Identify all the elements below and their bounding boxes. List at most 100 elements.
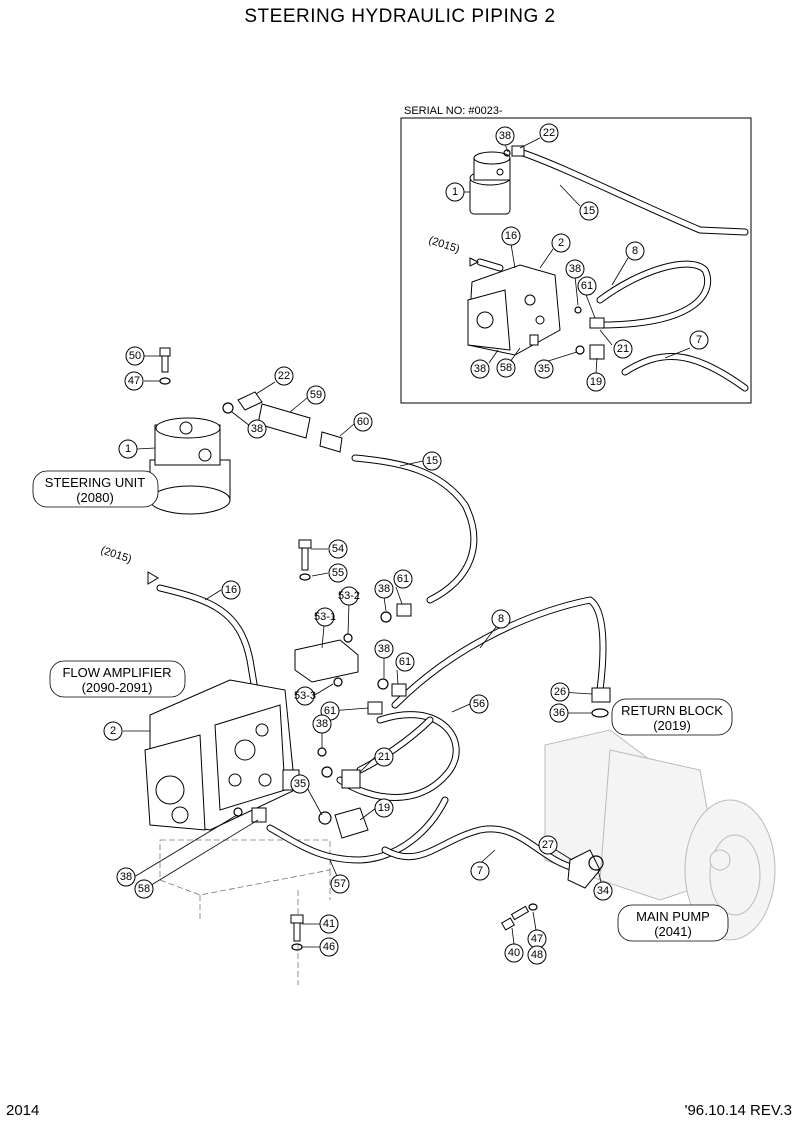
steering-unit-icon	[149, 417, 231, 515]
reference-arrow-icon	[147, 571, 159, 585]
svg-text:34: 34	[597, 885, 609, 897]
part-bubble: 50	[125, 346, 145, 366]
part-bubble: 53-2	[338, 586, 360, 606]
svg-text:59: 59	[310, 389, 322, 401]
block-53-1	[294, 639, 359, 683]
o-ring-icon	[377, 678, 389, 690]
part-bubble: 61	[577, 276, 597, 296]
callout-return-block: RETURN BLOCK (2019)	[611, 698, 733, 736]
connector-61	[391, 683, 407, 697]
part-bubble: 19	[374, 798, 394, 818]
svg-text:1: 1	[452, 186, 458, 198]
connector-61	[396, 603, 412, 617]
o-ring-icon	[591, 708, 609, 718]
part-bubble: 21	[613, 339, 633, 359]
bolt-icon	[500, 905, 530, 931]
svg-text:26: 26	[554, 686, 566, 698]
connector-fitting	[251, 807, 267, 823]
svg-text:35: 35	[538, 363, 550, 375]
o-ring-icon	[318, 811, 332, 825]
bolt-icon	[298, 539, 312, 571]
page-title: STEERING HYDRAULIC PIPING 2	[244, 6, 556, 27]
svg-text:22: 22	[543, 127, 555, 139]
svg-text:55: 55	[332, 567, 344, 579]
part-bubble: 1	[445, 182, 465, 202]
part-bubble: 47	[124, 371, 144, 391]
svg-text:STEERING UNIT: STEERING UNIT	[45, 475, 145, 490]
svg-text:47: 47	[128, 375, 140, 387]
callout-flow-amplifier: FLOW AMPLIFIER (2090-2091)	[49, 660, 186, 698]
part-bubble: 22	[274, 366, 294, 386]
o-ring-icon	[528, 903, 538, 911]
part-bubble: 38	[374, 639, 394, 659]
part-bubble: 7	[470, 861, 490, 881]
adapter-26	[591, 687, 611, 703]
part-bubble: 35	[534, 359, 554, 379]
svg-text:22: 22	[278, 370, 290, 382]
svg-text:38: 38	[569, 263, 581, 275]
part-bubble: 40	[504, 943, 524, 963]
main-ref-2015: (2015)	[99, 544, 133, 565]
elbow-fitting	[511, 145, 525, 157]
svg-text:58: 58	[138, 883, 150, 895]
svg-text:(2041): (2041)	[654, 924, 692, 939]
part-bubble: 38	[116, 867, 136, 887]
part-bubble: 47	[527, 929, 547, 949]
svg-text:16: 16	[225, 584, 237, 596]
svg-text:RETURN BLOCK: RETURN BLOCK	[621, 703, 723, 718]
part-bubble: 21	[374, 747, 394, 767]
svg-text:40: 40	[508, 947, 520, 959]
page-number: 2014	[6, 1102, 40, 1119]
svg-text:38: 38	[316, 718, 328, 730]
o-ring-icon	[575, 345, 585, 355]
tee-fitting	[589, 317, 605, 329]
svg-text:15: 15	[426, 455, 438, 467]
flow-amplifier-icon	[467, 264, 561, 356]
svg-text:57: 57	[334, 878, 346, 890]
svg-text:1: 1	[125, 443, 131, 455]
bolt-icon	[159, 347, 171, 373]
svg-text:54: 54	[332, 543, 344, 555]
part-bubble: 7	[689, 330, 709, 350]
callout-main-pump: MAIN PUMP (2041)	[617, 904, 729, 942]
svg-text:61: 61	[399, 656, 411, 668]
svg-text:(2090-2091): (2090-2091)	[82, 680, 153, 695]
part-bubble: 46	[319, 937, 339, 957]
svg-text:38: 38	[499, 130, 511, 142]
part-bubble: 53-1	[314, 607, 336, 627]
svg-text:56: 56	[473, 698, 485, 710]
part-bubble: 38	[565, 259, 585, 279]
part-bubble: 15	[422, 451, 442, 471]
part-bubble: 22	[539, 123, 559, 143]
svg-text:27: 27	[542, 839, 554, 851]
part-bubble: 61	[395, 652, 415, 672]
elbow-fitting-21	[341, 769, 361, 789]
svg-text:7: 7	[696, 334, 702, 346]
elbow-fitting-22	[237, 391, 263, 411]
svg-text:15: 15	[583, 205, 595, 217]
o-ring-icon	[299, 573, 311, 581]
part-bubble: 19	[586, 372, 606, 392]
revision-label: '96.10.14 REV.3	[684, 1102, 792, 1119]
main-pump-icon	[544, 729, 776, 941]
part-bubble: 16	[221, 580, 241, 600]
svg-text:FLOW AMPLIFIER: FLOW AMPLIFIER	[62, 665, 171, 680]
svg-text:38: 38	[378, 643, 390, 655]
plug-53-2	[343, 633, 353, 643]
tee-fitting-19	[334, 807, 369, 839]
svg-text:38: 38	[474, 363, 486, 375]
part-bubble: 48	[527, 945, 547, 965]
part-bubble: 54	[328, 539, 348, 559]
svg-text:MAIN PUMP: MAIN PUMP	[636, 909, 710, 924]
o-ring-icon	[317, 747, 327, 757]
svg-text:(2080): (2080)	[76, 490, 114, 505]
svg-text:53-1: 53-1	[314, 611, 336, 623]
o-ring-icon	[588, 855, 604, 871]
part-bubble: 35	[290, 774, 310, 794]
connector-61	[367, 701, 383, 715]
part-bubble: 53-3	[294, 686, 316, 706]
part-bubble: 2	[103, 721, 123, 741]
o-ring-icon	[380, 611, 392, 623]
part-bubble: 36	[549, 703, 569, 723]
